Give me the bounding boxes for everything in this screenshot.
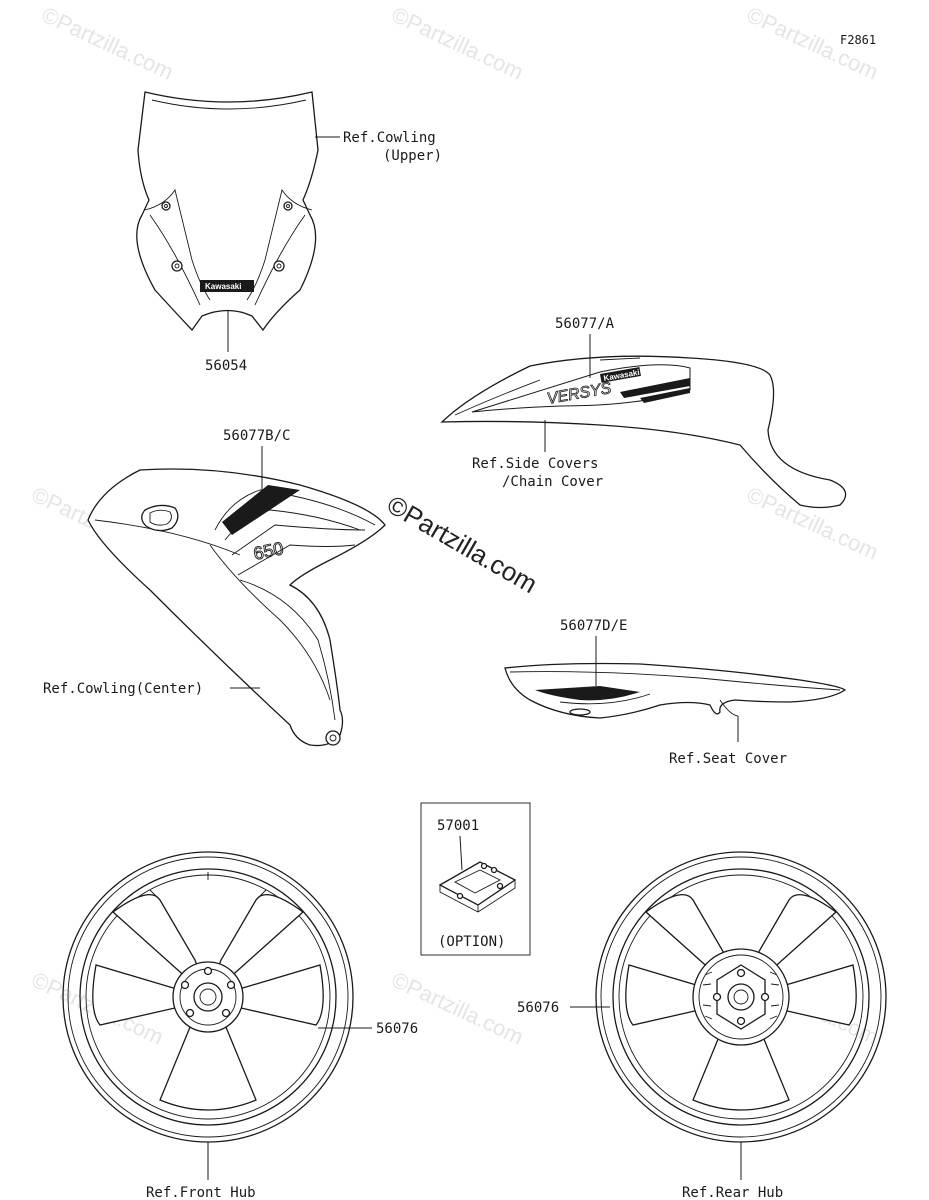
watermark: ©Partzilla.com — [38, 2, 177, 85]
label-ref-cowling-upper-2: (Upper) — [383, 148, 442, 164]
part-number-56076-front[interactable]: 56076 — [376, 1021, 418, 1037]
part-number-56077bc[interactable]: 56077B/C — [223, 428, 290, 444]
watermark: ©Partzilla.com — [388, 2, 527, 85]
label-ref-side-covers-2: /Chain Cover — [502, 474, 603, 490]
part-number-56076-rear[interactable]: 56076 — [517, 1000, 559, 1016]
center-cowling-illustration: 650 — [87, 468, 386, 747]
rear-wheel-illustration — [595, 851, 887, 1143]
label-ref-seat-cover: Ref.Seat Cover — [669, 751, 787, 767]
option-label: (OPTION) — [438, 934, 505, 950]
windscreen-illustration: Kawasaki — [136, 91, 319, 332]
label-ref-cowling-center: Ref.Cowling(Center) — [43, 681, 203, 697]
part-number-56054[interactable]: 56054 — [205, 358, 247, 374]
figure-id: F2861 — [840, 33, 876, 47]
part-number-57001[interactable]: 57001 — [437, 818, 479, 834]
label-ref-side-covers: Ref.Side Covers — [472, 456, 598, 472]
kawasaki-windscreen-decal — [200, 280, 254, 292]
option-box: 57001 (OPTION) — [420, 802, 531, 956]
tool-icon — [438, 861, 517, 913]
watermark: ©Partzilla.com — [388, 967, 527, 1050]
part-number-56077de[interactable]: 56077D/E — [560, 618, 627, 634]
seat-cover-illustration — [504, 662, 847, 719]
part-number-56077a[interactable]: 56077/A — [555, 316, 615, 332]
center-watermark: ©Partzilla.com — [382, 489, 542, 599]
side-cover-illustration: Kawasaki VERSYS — [440, 355, 847, 509]
label-ref-cowling-upper: Ref.Cowling — [343, 130, 436, 146]
label-ref-front-hub: Ref.Front Hub — [146, 1185, 256, 1200]
front-wheel-illustration — [62, 851, 354, 1143]
kawasaki-side-decal — [600, 367, 641, 383]
label-ref-rear-hub: Ref.Rear Hub — [682, 1185, 783, 1200]
kawasaki-windscreen-text: Kawasaki — [205, 282, 241, 291]
